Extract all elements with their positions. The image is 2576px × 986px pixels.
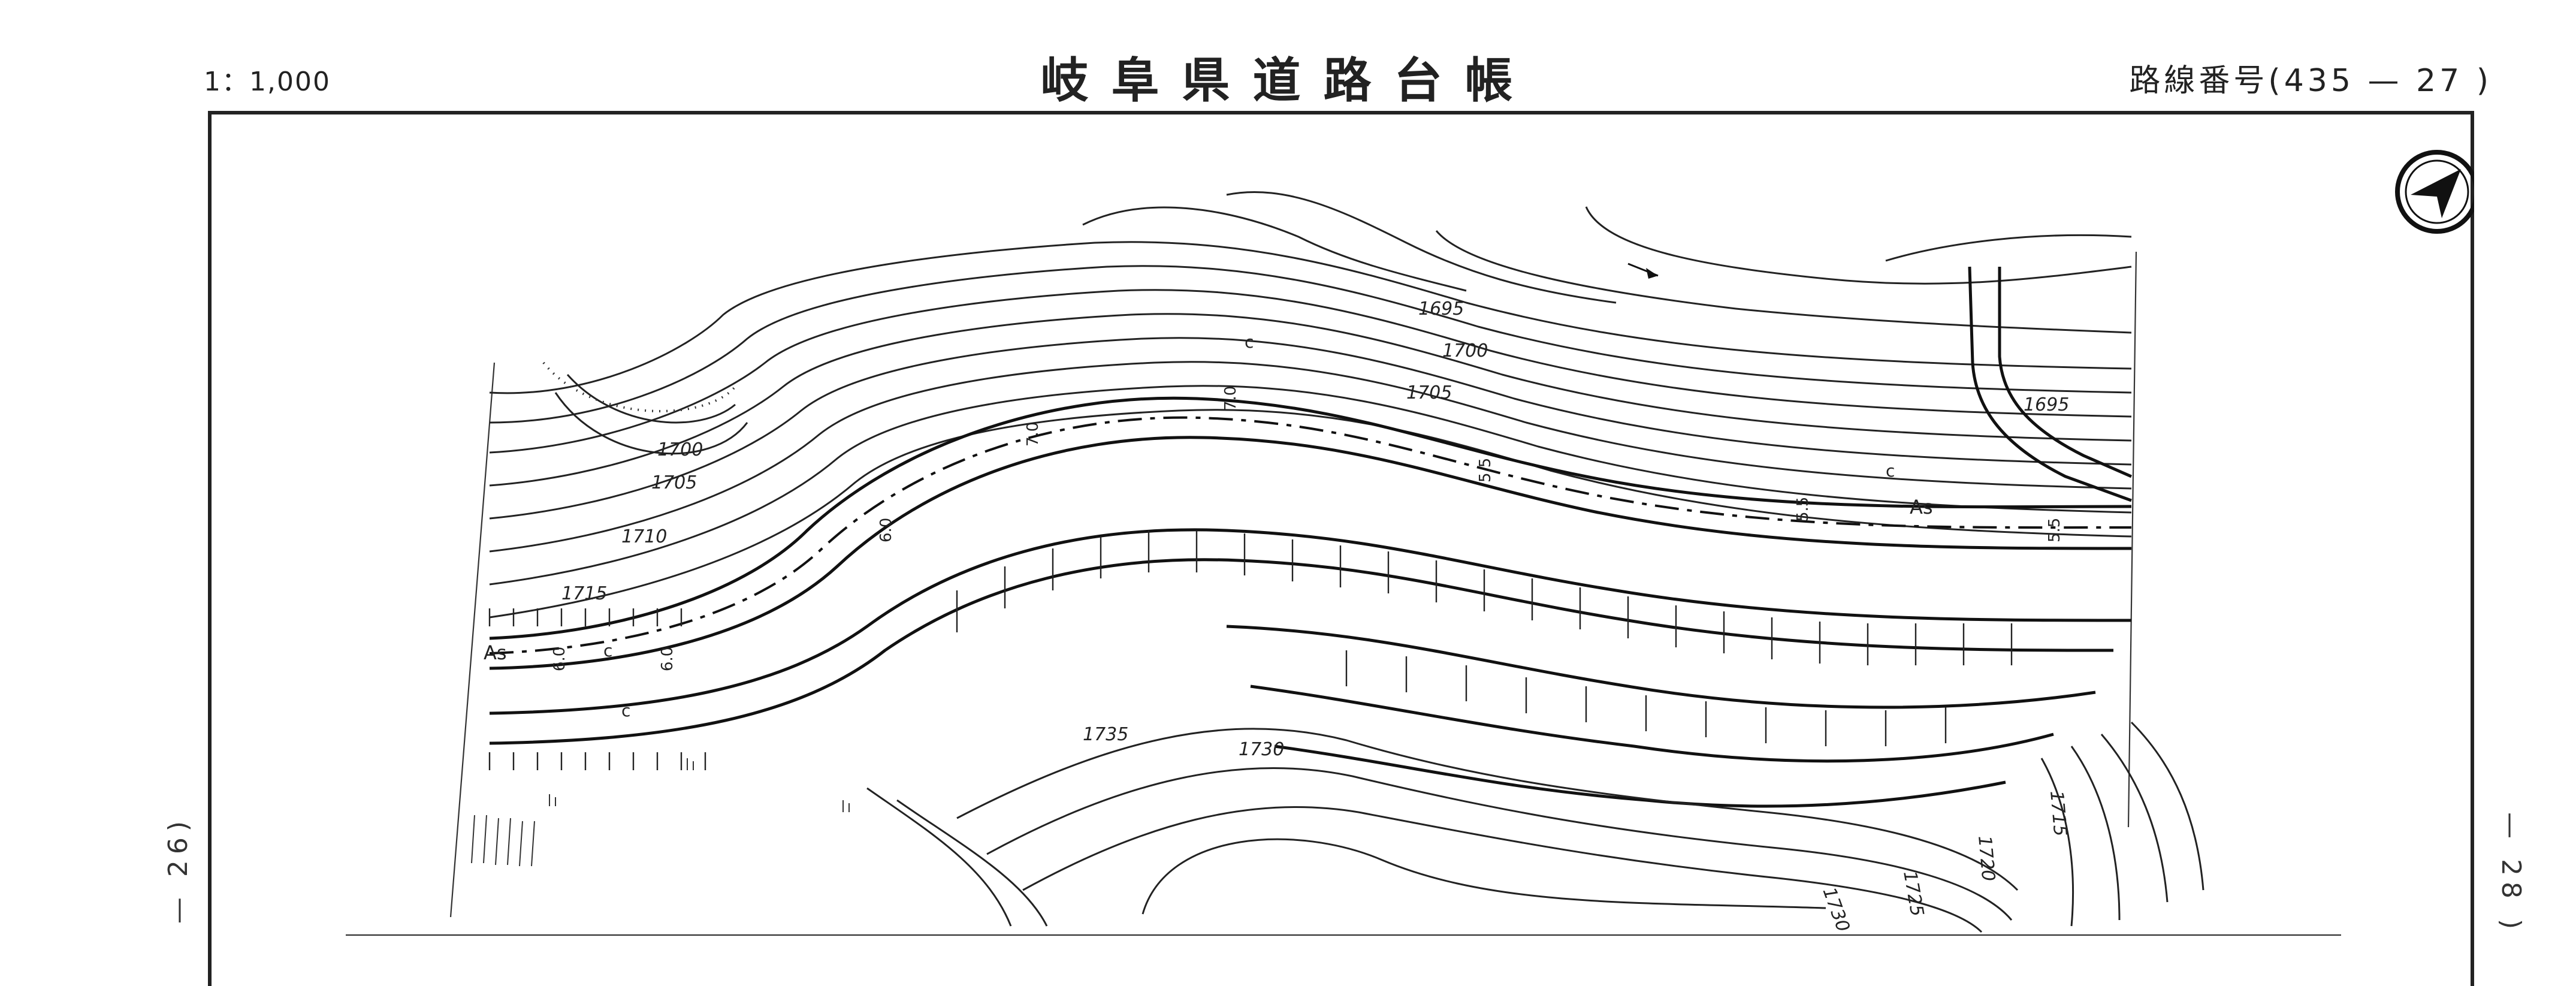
road-alignment — [489, 396, 2132, 808]
width-label: 6.0 — [551, 647, 569, 671]
curb-mark: c — [1886, 461, 1895, 481]
slope-hatching — [488, 530, 2013, 770]
north-arrow-icon — [2395, 150, 2474, 234]
width-label: 5.5 — [2046, 518, 2064, 542]
contour-label: 1720 — [1974, 835, 1999, 882]
adjacent-sheet-prev: — 26) — [163, 815, 194, 924]
contour-label: 1715 — [561, 583, 607, 604]
curb-mark: c — [603, 641, 612, 661]
page-title: 岐阜県道路台帳 — [1040, 52, 1536, 108]
contour-label: 1700 — [1442, 340, 1488, 361]
road-width-labels: 6.0 6.0 6.0 7.0 7.0 5.5 5.5 5.5 — [551, 386, 2064, 671]
map-frame — [208, 111, 2474, 986]
contour-label: 1725 — [1899, 869, 1928, 918]
curb-mark: c — [621, 701, 630, 720]
adjacent-sheet-next: — 28 ) — [2496, 812, 2526, 936]
contour-label: 1710 — [621, 526, 667, 547]
contour-label: 1695 — [1418, 298, 1464, 319]
contour-label: 1715 — [2046, 790, 2071, 837]
width-label: 6.0 — [877, 518, 895, 542]
width-label: 5.5 — [1794, 497, 1812, 521]
contour-label: 1730 — [1239, 739, 1284, 760]
width-label: 7.0 — [1222, 386, 1240, 411]
flow-arrow-icon — [1627, 263, 1659, 279]
contour-label: 1705 — [651, 472, 697, 493]
width-label: 5.5 — [1476, 458, 1494, 483]
width-label: 7.0 — [1024, 422, 1042, 447]
map-scale: 1：1,000 — [204, 67, 331, 97]
curb-mark: c — [1245, 332, 1254, 352]
branch-road — [1968, 266, 2133, 502]
contour-label: 1735 — [1083, 724, 1128, 745]
surface-label: As — [1910, 496, 1933, 518]
road-plan-map: 1695 1700 1705 1695 1700 1705 1710 1715 … — [346, 150, 2474, 936]
vegetation-marks — [471, 758, 850, 867]
upper-left-slope — [542, 361, 748, 455]
surface-labels: As As c c c c — [484, 332, 1933, 720]
contour-label: 1730 — [1818, 885, 1853, 935]
route-number: 路線番号(435 — 27 ) — [2129, 63, 2492, 99]
contour-label: 1695 — [2024, 394, 2069, 415]
lower-contours — [866, 721, 2204, 933]
width-label: 6.0 — [659, 647, 677, 671]
contour-label: 1700 — [657, 439, 703, 460]
contour-label: 1705 — [1406, 382, 1452, 403]
map-left-edge — [449, 362, 496, 918]
surface-label: As — [484, 641, 507, 664]
map-right-edge — [2127, 251, 2137, 828]
upper-contours — [489, 191, 2132, 619]
